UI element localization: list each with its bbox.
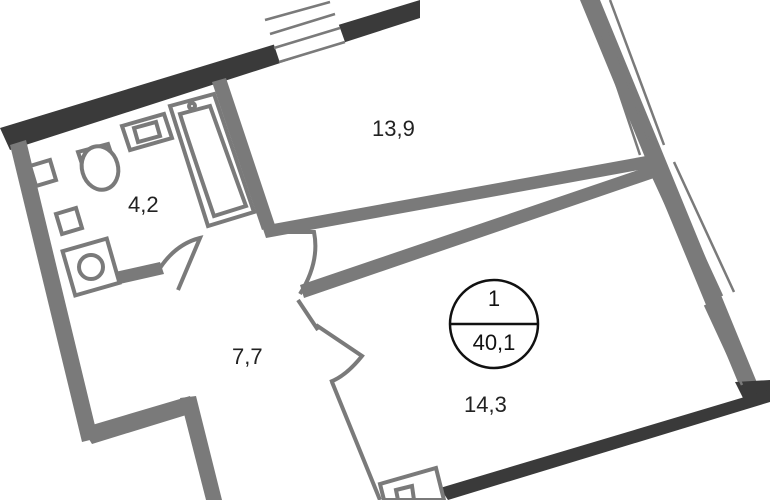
living-door [314,323,365,384]
apartment-summary-badge: 1 40,1 [448,278,540,370]
washing-machine [60,236,122,298]
exterior-wall-bottom [440,390,770,500]
shaft-boxes [27,157,85,237]
hall-door-top [274,230,318,296]
badge-circle-icon [448,278,540,370]
window-top [264,0,346,64]
hall-area-label: 7,7 [232,344,263,369]
total-area: 40,1 [472,330,516,355]
bathroom-area-label: 4,2 [128,192,159,217]
window-right-middle [648,161,736,301]
living-area-label: 14,3 [464,392,507,417]
kitchen-area-label: 13,9 [372,116,415,141]
room-count: 1 [487,286,501,311]
bathtub [167,91,257,229]
window-right-upper [586,0,666,156]
toilet [75,141,121,192]
bathroom-door [158,235,204,291]
kitchen-fixture-bottom [377,465,447,500]
window-right-lower [703,299,756,386]
exterior-wall-left [10,140,222,500]
sink [119,111,175,153]
